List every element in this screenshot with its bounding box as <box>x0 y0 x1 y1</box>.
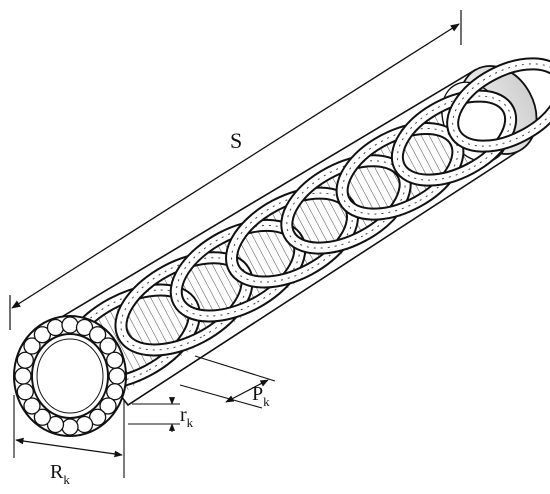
pitch-label: Pk <box>252 383 270 409</box>
strand-circle <box>99 397 117 415</box>
pitch-dimension <box>179 355 276 409</box>
strand-circle <box>61 418 79 436</box>
pitch-label-sub: k <box>263 394 270 409</box>
cross-section-strands <box>14 316 126 436</box>
strand-circle <box>106 383 124 401</box>
wire-radius-label-main: r <box>180 404 187 426</box>
strand-circle <box>23 337 41 355</box>
strand-circle <box>23 397 41 415</box>
strand-circle <box>46 318 65 337</box>
strand-circle <box>75 318 94 337</box>
strand-circle <box>75 415 94 434</box>
strand-circle <box>108 367 126 385</box>
strand-circle <box>16 351 34 369</box>
wire-radius-dimension <box>128 397 180 432</box>
strand-circle <box>46 415 65 434</box>
length-dimension <box>9 10 462 330</box>
strand-circle <box>33 408 52 426</box>
strand-circle <box>14 367 32 385</box>
cross-section <box>13 315 127 437</box>
strand-circle <box>16 383 34 401</box>
wire-radius-label-sub: k <box>187 415 194 430</box>
strand-circle <box>33 326 52 344</box>
wire-radius-label: rk <box>180 404 194 430</box>
coil-radius-label-main: R <box>50 461 64 483</box>
strand-circle <box>106 351 124 369</box>
coil-radius-label: Rk <box>50 461 70 487</box>
strand-circle <box>88 326 107 344</box>
coil-radius-dimension <box>13 395 125 478</box>
strand-circle <box>99 337 117 355</box>
pitch-label-main: P <box>252 383 263 405</box>
strand-circle <box>61 316 79 334</box>
coil-turn-texture <box>452 63 550 147</box>
coil-radius-label-sub: k <box>63 472 70 487</box>
strand-circle <box>88 408 107 426</box>
length-label: S <box>230 128 242 153</box>
